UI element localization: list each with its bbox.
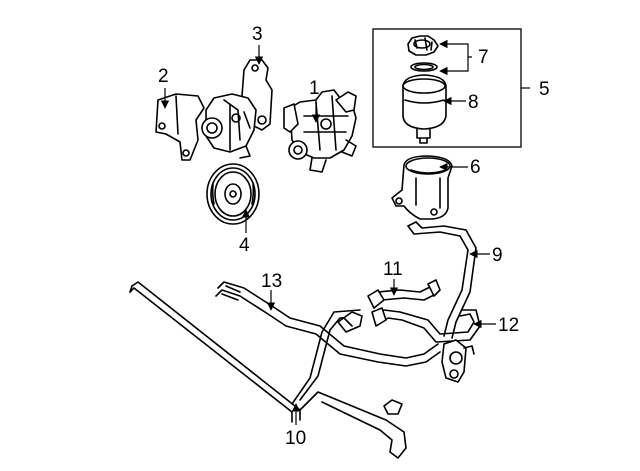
pump-bracket-left bbox=[155, 93, 205, 161]
cooler-hose bbox=[371, 307, 481, 383]
callout-7: 7 bbox=[478, 47, 489, 68]
callout-10: 10 bbox=[285, 428, 306, 449]
reservoir-body bbox=[402, 74, 447, 144]
pressure-hose bbox=[215, 281, 441, 367]
suction-hose bbox=[367, 279, 441, 309]
reservoir-group-box bbox=[372, 28, 522, 148]
callout-3: 3 bbox=[252, 24, 263, 45]
callout-12: 12 bbox=[498, 315, 519, 336]
callout-7-leader bbox=[439, 39, 472, 58]
return-hose bbox=[129, 281, 407, 459]
supply-hose bbox=[407, 221, 477, 339]
power-steering-pump bbox=[283, 89, 357, 173]
callout-2: 2 bbox=[158, 66, 169, 87]
pump-assembly-left bbox=[201, 59, 273, 159]
callout-8: 8 bbox=[468, 92, 479, 113]
callout-13: 13 bbox=[261, 271, 282, 292]
reservoir-cap bbox=[407, 35, 439, 72]
callout-11: 11 bbox=[383, 259, 403, 280]
callout-5: 5 bbox=[539, 79, 550, 100]
callout-6: 6 bbox=[470, 157, 481, 178]
pulley bbox=[206, 163, 260, 225]
callout-4: 4 bbox=[239, 235, 250, 256]
reservoir-bracket bbox=[391, 155, 453, 220]
callout-7-leader-b bbox=[439, 57, 469, 76]
callout-1: 1 bbox=[309, 78, 320, 99]
callout-9: 9 bbox=[492, 245, 503, 266]
